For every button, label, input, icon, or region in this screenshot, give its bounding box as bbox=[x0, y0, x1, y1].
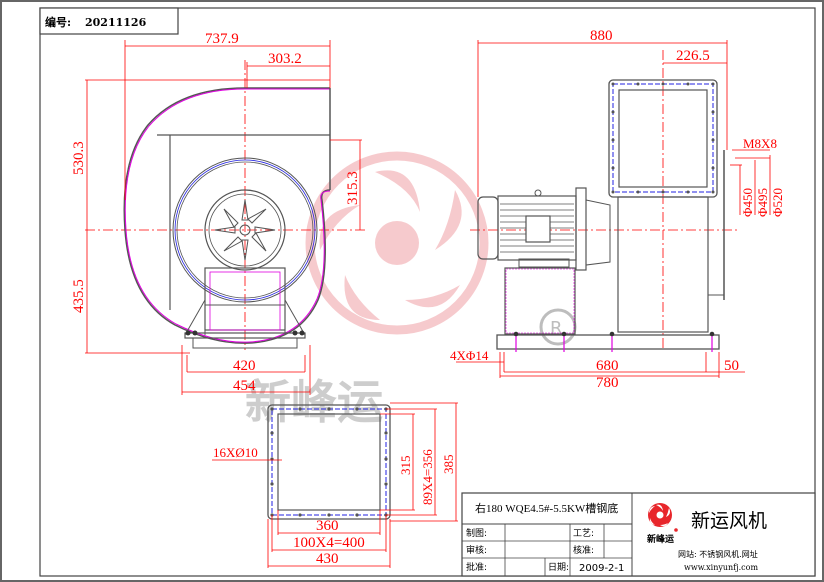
drafter-label: 制图: bbox=[466, 527, 487, 539]
dim-bolt-spec: M8X8 bbox=[743, 136, 777, 151]
watermark-logo-icon bbox=[305, 151, 489, 335]
process-label: 工艺: bbox=[573, 528, 594, 539]
dim-flange-inner-width: 360 bbox=[316, 518, 339, 534]
dim-height-above-center: 530.3 bbox=[71, 141, 87, 175]
dim-overall-width: 737.9 bbox=[205, 31, 239, 47]
dim-base-hole-span: 420 bbox=[233, 358, 256, 374]
dim-flange-hole-pitch-v: 89X4=356 bbox=[420, 449, 435, 505]
website-label: 网站: 不锈钢风机.网址 bbox=[678, 549, 758, 559]
dim-dia-bolt-circle: Φ495 bbox=[755, 188, 770, 217]
dim-flange-outer-height: 385 bbox=[441, 455, 456, 475]
logo-caption: 新峰运 bbox=[647, 533, 675, 545]
dim-base-edge: 50 bbox=[724, 358, 739, 374]
svg-text:R: R bbox=[550, 318, 563, 339]
drawing-number-box: 编号: 20211126 bbox=[39, 7, 179, 35]
outlet-flange-view: 16XØ10 315 89X4=356 385 360 100X4=400 43… bbox=[212, 402, 458, 568]
website-url[interactable]: www.xinyunfj.com bbox=[684, 563, 758, 572]
dim-outlet-offset: 303.2 bbox=[268, 51, 302, 67]
approver-label: 核准: bbox=[573, 544, 594, 556]
dim-flange-inner-height: 315 bbox=[398, 456, 413, 476]
dim-base-hole-span: 680 bbox=[596, 358, 619, 374]
side-view: 737.9 303.2 530.3 435.5 315.3 420 454 bbox=[71, 31, 365, 395]
inner-frame bbox=[39, 7, 816, 577]
authorizer-label: 批准: bbox=[466, 561, 487, 573]
dim-center-to-outlet: 315.3 bbox=[345, 171, 361, 205]
dim-dia-inner: Φ450 bbox=[740, 188, 755, 217]
company-logo-icon bbox=[648, 503, 678, 532]
model-designation: 右180 WQE4.5#-5.5KW槽钢底 bbox=[475, 501, 618, 515]
company-name: 新运风机 bbox=[691, 510, 767, 532]
dim-flange-outer-width: 430 bbox=[316, 551, 339, 567]
date-label: 日期: bbox=[548, 562, 569, 573]
dim-base-length: 780 bbox=[596, 375, 619, 391]
dim-outlet-center-offset: 226.5 bbox=[676, 48, 710, 64]
drawing-number-value: 20211126 bbox=[85, 16, 147, 29]
front-view: 880 226.5 M8X8 Φ450 Φ495 Φ520 4XΦ14 680 … bbox=[450, 28, 785, 391]
registered-mark-icon: R bbox=[539, 308, 577, 346]
dim-flange-hole-pitch-h: 100X4=400 bbox=[293, 535, 365, 551]
dim-base-holes: 4XΦ14 bbox=[450, 348, 489, 363]
drawing-number-label: 编号: bbox=[45, 15, 71, 29]
dim-flange-holes: 16XØ10 bbox=[213, 445, 258, 460]
dim-height-below-center: 435.5 bbox=[71, 279, 87, 313]
title-block: 右180 WQE4.5#-5.5KW槽钢底 制图: 工艺: 审核: 核准: 批准… bbox=[461, 492, 816, 577]
dim-overall-length: 880 bbox=[590, 28, 613, 44]
reviewer-label: 审核: bbox=[466, 544, 487, 556]
watermark-text: 新峰运 bbox=[245, 375, 383, 429]
dim-base-width: 454 bbox=[233, 378, 256, 394]
dim-dia-outer: Φ520 bbox=[770, 188, 785, 217]
date-value: 2009-2-1 bbox=[579, 563, 624, 574]
